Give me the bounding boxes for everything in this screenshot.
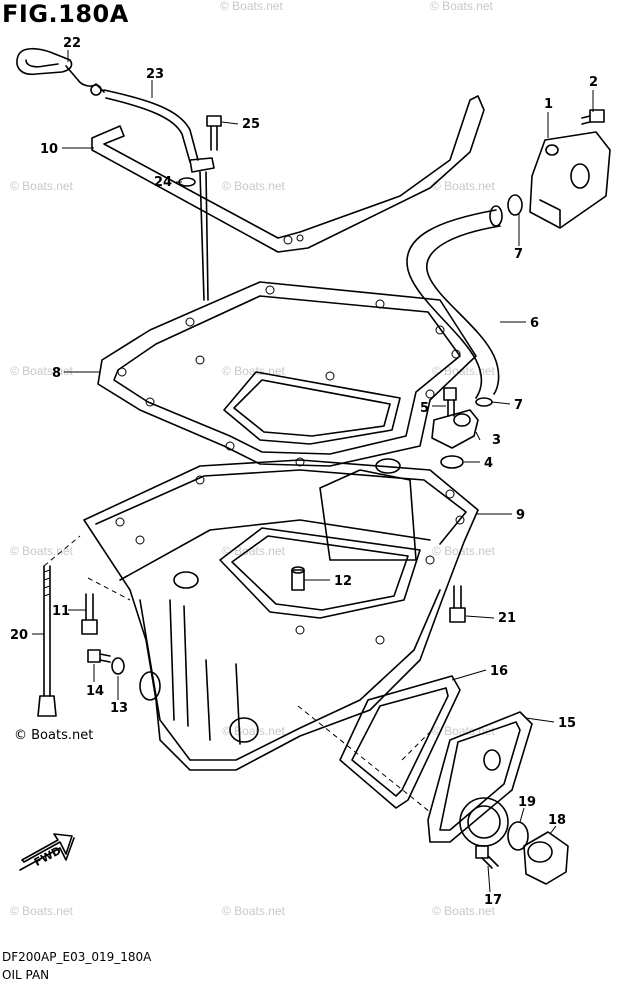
fwd-label: FWD [32, 844, 64, 869]
figure-code: DF200AP_E03_019_180A [2, 950, 152, 964]
callout-6: 6 [530, 316, 539, 331]
watermark: © Boats.net [432, 544, 496, 558]
callout-7-upper: 7 [514, 247, 523, 262]
callouts: 22 23 25 24 10 2 1 7 6 8 5 7 7 3 4 9 12 … [10, 36, 598, 828]
callout-7-lower-label: 7 [514, 398, 523, 413]
part-3-sensor-fitting[interactable] [431, 409, 479, 449]
part-8-gasket[interactable] [97, 281, 477, 467]
watermark: © Boats.net [10, 904, 74, 918]
part-25-bolt[interactable] [206, 115, 222, 151]
watermark: © Boats.net [220, 0, 284, 13]
watermark: © Boats.net [430, 0, 494, 13]
part-5-bolt[interactable] [443, 387, 457, 417]
figure-title: FIG.180A [2, 0, 129, 28]
leader-lines [32, 50, 594, 893]
callout-1: 1 [544, 97, 553, 112]
part-10-bracket[interactable] [91, 95, 485, 253]
callout-19-label: 19 [518, 795, 536, 810]
part-2-bolt[interactable] [581, 109, 605, 125]
callout-17-part: 17 [484, 893, 502, 908]
callout-3: 3 [492, 433, 501, 448]
callout-21-label: 21 [498, 611, 516, 626]
callout-14: 14 [86, 684, 104, 699]
part-9-oil-pan[interactable] [83, 458, 479, 771]
watermark: © Boats.net [222, 724, 286, 738]
part-16-cover-gasket[interactable] [339, 675, 461, 809]
watermark: © Boats.net [222, 904, 286, 918]
watermark: © Boats.net [432, 904, 496, 918]
callout-15: 15 [558, 716, 576, 731]
part-17-bolt[interactable] [475, 845, 499, 869]
watermarks: © Boats.net © Boats.net © Boats.net © Bo… [10, 0, 496, 918]
part-18-drain-plug[interactable] [523, 831, 569, 885]
watermark: © Boats.net [10, 179, 74, 193]
watermark: © Boats.net [222, 179, 286, 193]
callout-20: 20 [10, 628, 28, 643]
part-7-oring-upper[interactable] [507, 194, 523, 216]
callout-13: 13 [110, 701, 128, 716]
part-19-drain-washer[interactable] [507, 821, 529, 851]
dipstick-rod [199, 171, 209, 301]
part-22-dipstick-handle[interactable] [16, 47, 105, 96]
callout-10: 10 [40, 142, 58, 157]
watermark: © Boats.net [10, 364, 74, 378]
callout-18-label: 18 [548, 813, 566, 828]
callout-11: 11 [52, 604, 70, 619]
part-12-dowel-pin[interactable] [291, 566, 305, 591]
part-23-dipstick-guide[interactable] [103, 89, 215, 173]
watermark: © Boats.net [10, 544, 74, 558]
callout-12: 12 [334, 574, 352, 589]
part-20-long-bolt[interactable] [37, 565, 57, 717]
part-11-bolt[interactable] [81, 593, 98, 635]
part-21-bolt[interactable] [449, 585, 466, 623]
callout-16: 16 [490, 664, 508, 679]
callout-23: 23 [146, 67, 164, 82]
watermark: © Boats.net [222, 544, 286, 558]
fwd-arrow: FWD [19, 833, 75, 871]
part-1-switch-housing[interactable] [529, 131, 611, 229]
callout-22: 22 [63, 36, 81, 51]
callout-8: 8 [52, 366, 61, 381]
part-7-oring-lower[interactable] [475, 397, 493, 407]
callout-2: 2 [589, 75, 598, 90]
callout-25: 25 [242, 117, 260, 132]
part-13-washer[interactable] [111, 657, 125, 675]
callout-4: 4 [484, 456, 493, 471]
watermark: © Boats.net [432, 179, 496, 193]
callout-24: 24 [154, 175, 172, 190]
figure-name: OIL PAN [2, 968, 50, 982]
part-4-oring[interactable] [440, 455, 464, 469]
callout-9: 9 [516, 508, 525, 523]
callout-5: 5 [420, 401, 429, 416]
brand-watermark: © Boats.net [14, 728, 94, 743]
part-14-bolt[interactable] [87, 649, 111, 663]
